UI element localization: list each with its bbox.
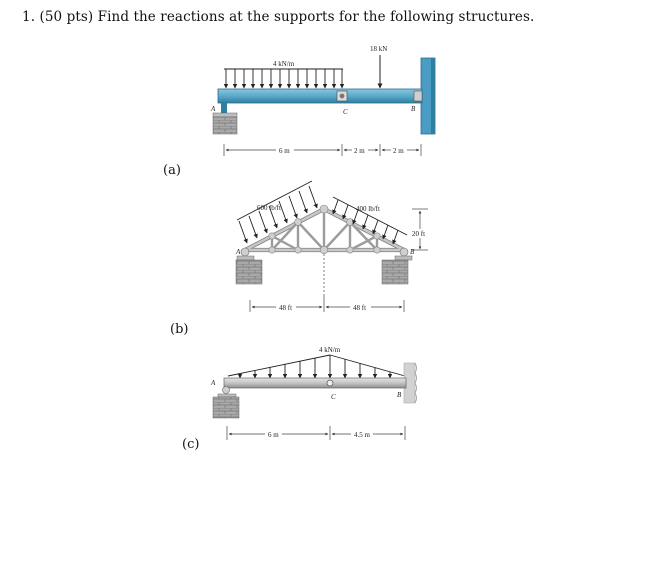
point-label-a-b: B <box>411 105 416 113</box>
point-label-c-c: C <box>331 393 336 401</box>
dim-a-3: 2 m <box>393 147 404 155</box>
figure-b: 600 lb/ft 400 lb/ft 20 ft <box>235 180 428 312</box>
dimensions-c <box>226 426 406 440</box>
support-b-b <box>381 247 413 285</box>
hinge-c-c <box>326 379 334 387</box>
load-label-b-left: 600 lb/ft <box>257 204 281 212</box>
load-label-a-point: 18 kN <box>370 45 387 53</box>
distributed-load-a <box>223 68 345 89</box>
support-a-plate <box>212 112 238 118</box>
distributed-load-b-right <box>332 196 408 245</box>
dim-b-2: 48 ft <box>353 304 366 312</box>
point-label-b-a: A <box>235 248 241 256</box>
point-label-a-a: A <box>210 105 216 113</box>
point-label-b-b: B <box>410 248 415 256</box>
dimensions-a <box>223 144 422 156</box>
load-label-a-distributed: 4 kN/m <box>273 60 295 68</box>
point-label-c-a: A <box>210 379 216 387</box>
support-a-b <box>235 247 263 285</box>
dim-a-1: 6 m <box>279 147 290 155</box>
part-a-label: (a) <box>163 163 181 178</box>
height-dim-b <box>412 208 428 251</box>
part-c-label: (c) <box>182 437 200 452</box>
point-label-a-c: C <box>343 108 348 116</box>
height-label-b: 20 ft <box>412 230 425 238</box>
figure-c: 4 kN/m A C B 6 m 4.5 m <box>210 346 417 440</box>
support-a-block <box>212 116 238 135</box>
distributed-load-c <box>227 354 406 379</box>
dimensions-b <box>249 254 405 312</box>
beam-a <box>217 88 423 104</box>
part-b-label: (b) <box>170 322 189 337</box>
beam-c <box>223 377 407 389</box>
dim-b-1: 48 ft <box>279 304 292 312</box>
dim-c-2: 4.5 m <box>354 431 371 439</box>
question-text: 1. (50 pts) Find the reactions at the su… <box>22 9 535 25</box>
load-label-b-right: 400 lb/ft <box>356 205 380 213</box>
load-label-c: 4 kN/m <box>319 346 341 354</box>
figure-a: 4 kN/m 18 kN A C B <box>210 45 436 156</box>
point-label-c-b: B <box>397 391 402 399</box>
dim-c-1: 6 m <box>268 431 279 439</box>
dim-a-2: 2 m <box>354 147 365 155</box>
distributed-load-b-left <box>236 180 318 244</box>
support-a-c <box>212 386 240 419</box>
